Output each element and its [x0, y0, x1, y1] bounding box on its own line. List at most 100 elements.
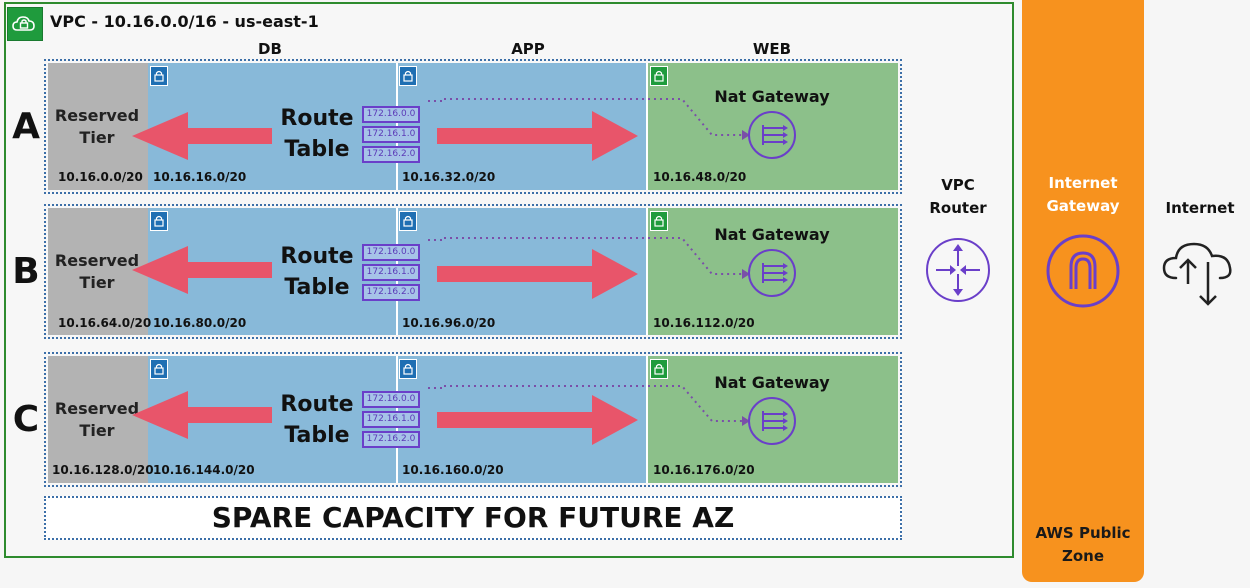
left-arrow	[132, 112, 272, 160]
igw-label-line2: Gateway	[1046, 197, 1120, 215]
padlock-icon	[399, 66, 417, 86]
route-label-line1: Route	[280, 392, 354, 417]
nat-route-arrowhead	[742, 269, 750, 279]
spare-capacity-banner: SPARE CAPACITY FOR FUTURE AZ	[44, 496, 902, 540]
route-entry: 172.16.0.0	[362, 391, 420, 408]
diagram-overlay	[132, 98, 990, 445]
nat-gateway-icon	[748, 397, 796, 445]
cidr-reserved-b: 10.16.64.0/20	[58, 316, 152, 330]
left-arrow	[132, 391, 272, 439]
route-entry: 172.16.1.0	[362, 411, 420, 428]
az-row-c	[44, 352, 902, 487]
route-entry: 172.16.1.0	[362, 126, 420, 143]
route-label-line1: Route	[280, 106, 354, 131]
cidr-app-c: 10.16.160.0/20	[402, 463, 504, 477]
route-label-line2: Table	[284, 137, 350, 162]
reserved-tier-a	[48, 63, 148, 190]
cidr-app-a: 10.16.32.0/20	[402, 170, 496, 184]
internet-gateway-label: Internet Gateway	[1022, 172, 1144, 218]
nat-route-path	[428, 237, 742, 275]
reserved-label-line2: Tier	[79, 128, 115, 147]
nat-route-arrowhead	[742, 130, 750, 140]
route-table-label-b: Route Table	[262, 241, 372, 303]
cidr-app-b: 10.16.96.0/20	[402, 316, 496, 330]
padlock-icon	[150, 359, 168, 379]
aws-public-zone-label: AWS Public Zone	[1022, 522, 1144, 568]
az-label-b: B	[12, 251, 40, 292]
route-entry: 172.16.0.0	[362, 106, 420, 123]
public-zone-label-line2: Zone	[1061, 547, 1105, 565]
reserved-label-line1: Reserved	[54, 399, 140, 418]
public-subnet-a	[648, 63, 898, 190]
reserved-tier-c	[48, 356, 148, 483]
az-label-c: C	[12, 399, 40, 440]
vpc-title: VPC - 10.16.0.0/16 - us-east-1	[50, 12, 319, 31]
nat-gateway-icon	[748, 111, 796, 159]
column-header-web: WEB	[752, 40, 792, 58]
reserved-label-line1: Reserved	[54, 251, 140, 270]
route-table-label-a: Route Table	[262, 103, 372, 165]
public-zone-label-line1: AWS Public	[1035, 524, 1131, 542]
column-header-db: DB	[258, 40, 282, 58]
left-arrow	[132, 246, 272, 294]
internet-gateway-icon	[1046, 234, 1120, 308]
cidr-reserved-c: 10.16.128.0/20	[52, 463, 154, 477]
route-table-label-c: Route Table	[262, 389, 372, 451]
reserved-label-c: Reserved Tier	[47, 398, 147, 442]
subnet-divider	[646, 63, 648, 190]
right-arrow	[437, 111, 638, 161]
public-subnet-c	[648, 356, 898, 483]
reserved-label-line2: Tier	[79, 273, 115, 292]
padlock-icon	[150, 66, 168, 86]
vpc-router-label-line2: Router	[929, 199, 987, 217]
route-entry: 172.16.2.0	[362, 284, 420, 301]
public-subnet-b	[648, 208, 898, 335]
vpc-lock-cloud-icon	[7, 7, 43, 41]
padlock-icon	[650, 211, 668, 231]
nat-route-path	[428, 385, 742, 422]
cidr-web-a: 10.16.48.0/20	[653, 170, 747, 184]
column-header-app: APP	[511, 40, 545, 58]
nat-gateway-label-a: Nat Gateway	[714, 87, 830, 106]
padlock-icon	[150, 211, 168, 231]
cidr-web-b: 10.16.112.0/20	[653, 316, 755, 330]
padlock-icon	[650, 66, 668, 86]
az-label-a: A	[12, 106, 40, 147]
cidr-db-a: 10.16.16.0/20	[153, 170, 247, 184]
igw-label-line1: Internet	[1048, 174, 1118, 192]
route-label-line1: Route	[280, 244, 354, 269]
nat-gateway-label-c: Nat Gateway	[714, 373, 830, 392]
cidr-reserved-a: 10.16.0.0/20	[58, 170, 143, 184]
subnet-divider	[646, 208, 648, 335]
route-label-line2: Table	[284, 423, 350, 448]
nat-gateway-label-b: Nat Gateway	[714, 225, 830, 244]
route-entry: 172.16.2.0	[362, 146, 420, 163]
nat-route-path	[428, 98, 742, 136]
reserved-label-a: Reserved Tier	[47, 105, 147, 149]
cidr-web-c: 10.16.176.0/20	[653, 463, 755, 477]
reserved-tier-b	[48, 208, 148, 335]
route-entry: 172.16.2.0	[362, 431, 420, 448]
padlock-icon	[399, 211, 417, 231]
vpc-router-icon	[926, 238, 990, 302]
reserved-label-line1: Reserved	[54, 106, 140, 125]
subnet-divider	[646, 356, 648, 483]
internet-cloud-icon	[1162, 242, 1232, 306]
right-arrow	[437, 249, 638, 299]
vpc-router-label: VPC Router	[910, 174, 1006, 220]
cidr-db-c: 10.16.144.0/20	[153, 463, 255, 477]
nat-gateway-icon	[748, 249, 796, 297]
route-entry: 172.16.0.0	[362, 244, 420, 261]
az-row-b	[44, 204, 902, 339]
reserved-label-line2: Tier	[79, 421, 115, 440]
reserved-label-b: Reserved Tier	[47, 250, 147, 294]
padlock-icon	[399, 359, 417, 379]
cidr-db-b: 10.16.80.0/20	[153, 316, 247, 330]
route-entry: 172.16.1.0	[362, 264, 420, 281]
aws-public-zone	[1022, 0, 1144, 582]
padlock-icon	[650, 359, 668, 379]
vpc-router-label-line1: VPC	[941, 176, 975, 194]
right-arrow	[437, 395, 638, 445]
az-row-a	[44, 59, 902, 194]
route-label-line2: Table	[284, 275, 350, 300]
